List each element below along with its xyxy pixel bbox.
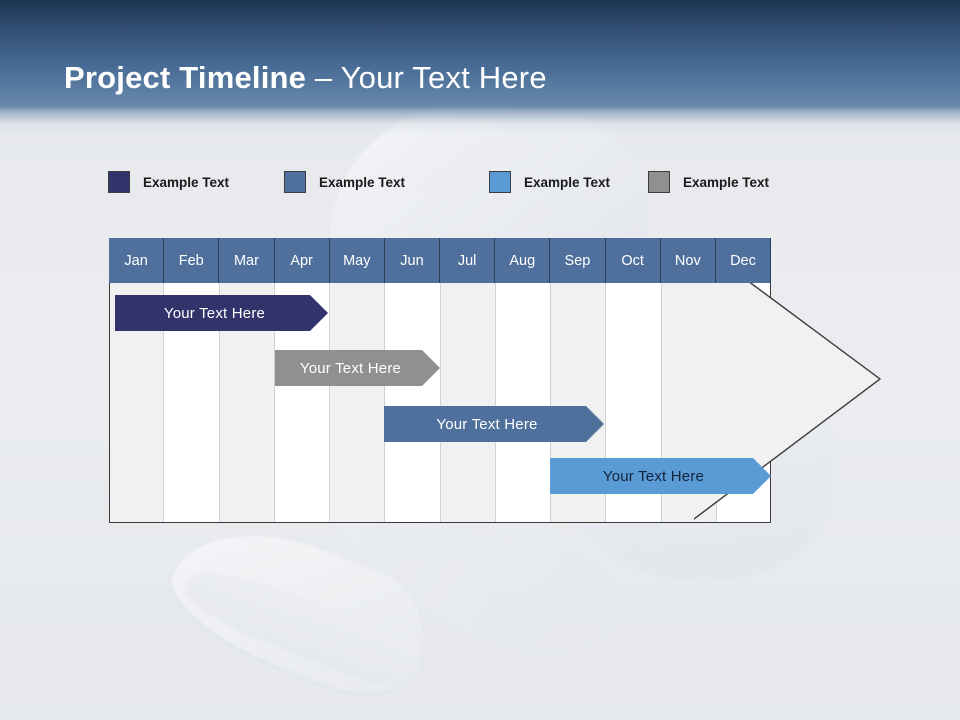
legend-swatch-gray-icon bbox=[648, 171, 670, 193]
column-band-mar bbox=[219, 238, 275, 523]
legend-item-3[interactable]: Example Text bbox=[489, 166, 610, 198]
title-band-fade bbox=[0, 105, 960, 135]
legend: Example Text Example Text Example Text E… bbox=[108, 166, 808, 198]
column-band-jul bbox=[440, 238, 496, 523]
legend-label-2: Example Text bbox=[319, 174, 406, 190]
timeline-bar-1[interactable]: Your Text Here bbox=[115, 295, 328, 331]
timeline-bar-3[interactable]: Your Text Here bbox=[384, 406, 604, 442]
timeline-chart: Jan Feb Mar Apr May Jun Jul Aug Sep Oct … bbox=[109, 238, 772, 523]
photo-shoe-sole-shape bbox=[176, 557, 430, 698]
page-title-strong: Project Timeline bbox=[64, 60, 307, 95]
column-band-jan bbox=[109, 238, 165, 523]
column-band-feb bbox=[164, 238, 220, 523]
legend-swatch-light-blue-icon bbox=[489, 171, 511, 193]
page-title: Project Timeline – Your Text Here bbox=[64, 58, 547, 98]
legend-label-4: Example Text bbox=[683, 174, 770, 190]
page-title-light: – Your Text Here bbox=[306, 60, 547, 95]
legend-item-4[interactable]: Example Text bbox=[648, 166, 769, 198]
title-band bbox=[0, 0, 960, 108]
legend-swatch-steel-blue-icon bbox=[284, 171, 306, 193]
timeline-bar-1-label: Your Text Here bbox=[163, 304, 266, 322]
timeline-bar-4[interactable]: Your Text Here bbox=[550, 458, 771, 494]
legend-item-1[interactable]: Example Text bbox=[108, 166, 229, 198]
legend-label-1: Example Text bbox=[143, 174, 230, 190]
legend-label-3: Example Text bbox=[524, 174, 611, 190]
timeline-bar-3-label: Your Text Here bbox=[436, 415, 538, 433]
timeline-bar-4-label: Your Text Here bbox=[602, 467, 705, 485]
legend-item-2[interactable]: Example Text bbox=[284, 166, 405, 198]
legend-swatch-navy-icon bbox=[108, 171, 130, 193]
timeline-bar-2[interactable]: Your Text Here bbox=[275, 350, 440, 386]
photo-shoe-shape bbox=[156, 500, 444, 715]
timeline-bars: Your Text Here Your Text Here Your Text … bbox=[109, 238, 771, 523]
timeline-bar-2-label: Your Text Here bbox=[299, 359, 402, 377]
column-band-aug bbox=[495, 238, 551, 523]
